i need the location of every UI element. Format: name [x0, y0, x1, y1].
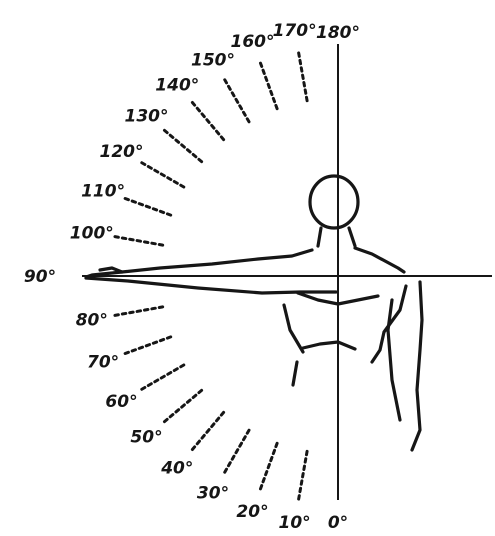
tick-150	[224, 79, 249, 122]
angle-label-30: 30°	[197, 484, 229, 504]
tick-40	[191, 412, 223, 450]
angle-label-140: 140°	[155, 76, 199, 96]
left-flank	[284, 305, 303, 385]
tick-140	[191, 101, 223, 139]
tick-160	[260, 62, 277, 109]
head	[310, 176, 358, 228]
tick-50	[163, 390, 201, 422]
angle-label-120: 120°	[100, 142, 144, 162]
neck	[318, 228, 355, 246]
angle-label-180: 180°	[316, 23, 360, 43]
tick-30	[224, 430, 249, 473]
tick-20	[260, 443, 277, 490]
tick-70	[124, 337, 171, 354]
angle-label-60: 60°	[105, 392, 137, 412]
angle-label-100: 100°	[70, 224, 114, 244]
angle-label-160: 160°	[231, 32, 275, 52]
tick-60	[141, 365, 184, 390]
angle-label-150: 150°	[191, 51, 235, 71]
tick-10	[298, 451, 307, 500]
tick-110	[124, 198, 171, 215]
tick-170	[298, 52, 307, 101]
hand	[100, 268, 122, 272]
right-shoulder	[355, 248, 404, 272]
angle-label-70: 70°	[87, 353, 119, 373]
angle-label-20: 20°	[236, 502, 268, 522]
angle-label-170: 170°	[273, 21, 317, 41]
angle-label-80: 80°	[76, 310, 108, 330]
angle-label-0: 0°	[328, 513, 348, 533]
ribs	[303, 342, 355, 349]
angle-label-10: 10°	[279, 513, 311, 533]
tick-120	[141, 162, 184, 187]
angle-label-50: 50°	[130, 428, 162, 448]
tick-130	[163, 129, 201, 161]
angle-label-90: 90°	[24, 267, 56, 287]
angle-label-130: 130°	[125, 106, 169, 126]
angle-label-110: 110°	[81, 182, 125, 202]
right-arm-hanging	[388, 282, 422, 450]
tick-80	[114, 307, 163, 316]
tick-100	[114, 236, 163, 245]
angle-label-40: 40°	[160, 459, 193, 479]
